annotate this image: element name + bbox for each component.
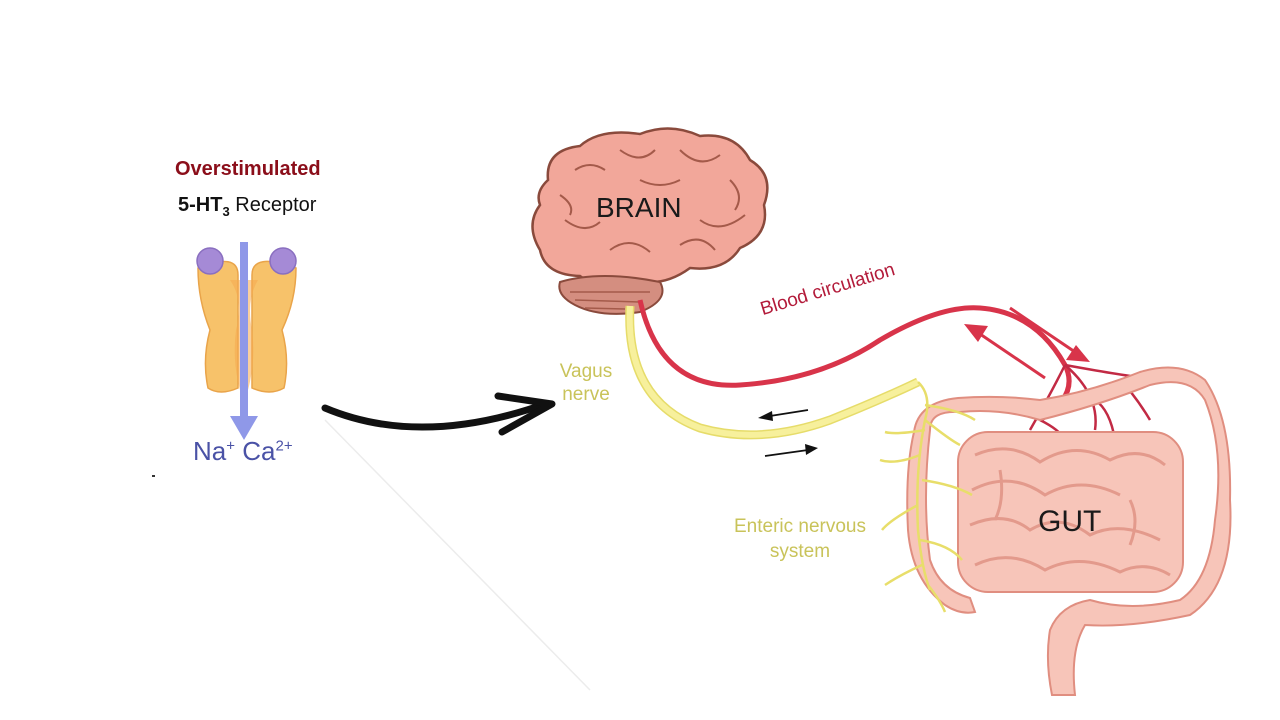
ion-calcium-charge: 2+ <box>275 437 293 455</box>
gut-label: GUT <box>1038 505 1102 538</box>
brain-icon <box>531 127 769 315</box>
blood-vessel-icon <box>637 299 1152 441</box>
enteric-label-line2: system <box>769 541 831 562</box>
brain-label: BRAIN <box>596 192 682 223</box>
ligand-right-icon <box>269 247 297 275</box>
stimulus-arrow-icon <box>321 392 556 436</box>
vagus-label-line1: Vagus <box>559 361 613 382</box>
receptor-status-label: Overstimulated <box>175 158 321 181</box>
ion-label: Na+ Ca2+ <box>193 436 293 467</box>
receptor-channel-icon <box>196 242 297 440</box>
enteric-label-line1: Enteric nervous <box>733 516 866 537</box>
receptor-status-text: Overstimulated <box>175 158 321 180</box>
afferent-arrow-icon <box>758 409 809 421</box>
ligand-left-icon <box>196 247 224 275</box>
vagus-nerve-label: Vagus nerve <box>548 360 624 406</box>
receptor-name-subscript: 3 <box>222 204 230 219</box>
gut-icon <box>906 366 1232 696</box>
receptor-name-main: 5-HT <box>178 194 223 216</box>
receptor-name-label: 5-HT3 Receptor <box>178 194 316 219</box>
ion-calcium: Ca <box>242 436 276 466</box>
ion-sodium: Na <box>193 436 227 466</box>
vagus-nerve-icon <box>625 305 976 613</box>
vagus-label-line2: nerve <box>562 384 610 405</box>
blood-arrow-up-icon <box>964 324 988 342</box>
enteric-nervous-system-label: Enteric nervous system <box>722 514 878 564</box>
ion-sodium-charge: + <box>226 437 236 455</box>
blood-arrow-down-icon <box>1066 345 1090 362</box>
efferent-arrow-icon <box>764 444 818 457</box>
ion-flow-arrow-icon <box>230 416 258 440</box>
receptor-name-rest: Receptor <box>235 194 317 216</box>
